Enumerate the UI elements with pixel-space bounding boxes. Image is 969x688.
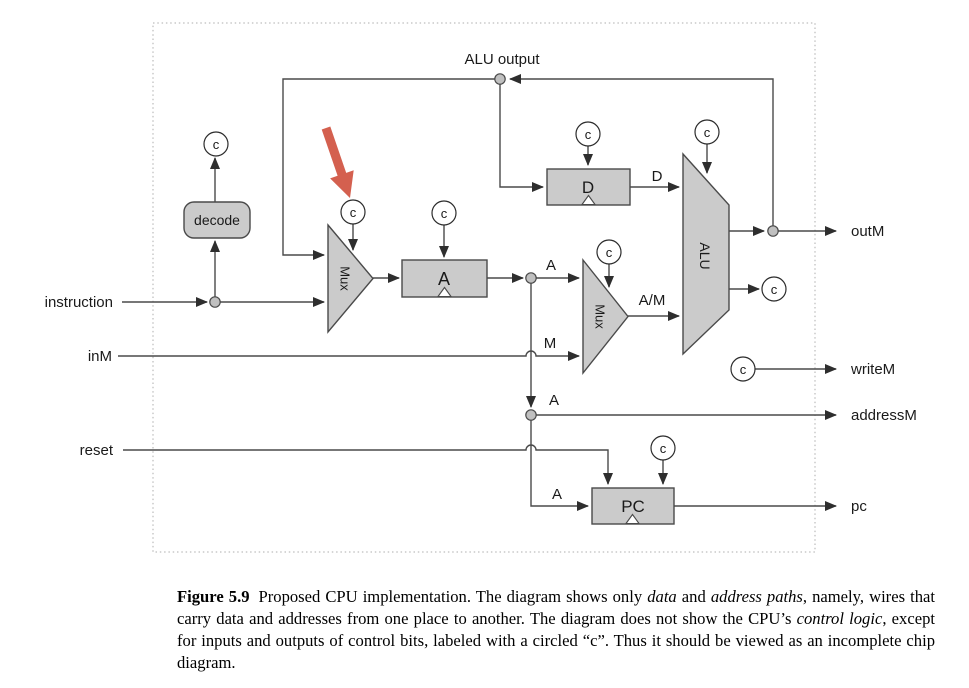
caption-emphasis: data: [647, 586, 677, 606]
control-bit-circle: [761, 276, 787, 302]
red-pointer-arrow-icon: [321, 126, 354, 198]
control-bit-label: c: [441, 206, 448, 221]
junction-dot: [525, 272, 537, 284]
control-bits: c c c c c c c c c: [203, 119, 787, 461]
register-a-label: A: [438, 269, 450, 289]
wire-alu-output-to-mux: [282, 78, 500, 260]
figure-caption: Figure 5.9 Proposed CPU implementation. T…: [177, 586, 935, 674]
outm-pin-label: outM: [851, 223, 884, 240]
wire-reset: [123, 444, 613, 485]
mux1-shape: [327, 223, 374, 334]
control-bit-circle: [596, 239, 622, 265]
alu-shape: [682, 152, 730, 356]
writem-pin-label: writeM: [850, 361, 895, 378]
control-bit-circle: [203, 131, 229, 157]
control-bit-circle: [575, 121, 601, 147]
addressm-pin-label: addressM: [851, 407, 917, 424]
mux2-shape: [582, 257, 629, 376]
wire-label-am: A/M: [639, 292, 666, 309]
junction-dot: [494, 73, 506, 85]
junction-dot: [209, 296, 221, 308]
wire-alu-output-to-d: [499, 79, 544, 192]
register-d-label: D: [582, 178, 594, 197]
control-bit-label: c: [213, 137, 220, 152]
inm-pin-label: inM: [88, 348, 112, 365]
control-bit-label: c: [660, 441, 667, 456]
wire-label-a-address: A: [549, 392, 559, 409]
wires: [118, 74, 837, 511]
wire-label-a: A: [546, 257, 556, 274]
control-bit-label: c: [606, 245, 613, 260]
control-bit-circle: [730, 356, 756, 382]
control-bit-label: c: [585, 127, 592, 142]
control-bit-label: c: [704, 125, 711, 140]
caption-text: and: [676, 586, 711, 606]
alu-output-title: ALU output: [464, 51, 540, 68]
control-bit-label: c: [350, 205, 357, 220]
mux1-label: Mux: [338, 266, 353, 291]
instruction-pin-label: instruction: [45, 294, 113, 311]
decode-box: [183, 201, 251, 239]
pc-pin-label: pc: [851, 498, 867, 515]
control-bit-circle: [431, 200, 457, 226]
alu-label: ALU: [697, 242, 713, 269]
wire-label-d: D: [652, 168, 663, 185]
caption-emphasis: control logic: [796, 608, 883, 628]
caption-text: , except for inputs and outputs of contr…: [177, 608, 935, 672]
control-bit-circle: [694, 119, 720, 145]
control-bit-circle: [650, 435, 676, 461]
wire-inm: [118, 350, 580, 361]
figure-number: Figure 5.9: [177, 586, 250, 606]
caption-emphasis: address paths: [710, 586, 803, 606]
junction-dot: [525, 409, 537, 421]
pc-label: PC: [621, 497, 645, 516]
clock-icon: [436, 286, 453, 298]
caption-text: , namely, wires that carry data and addr…: [177, 586, 935, 628]
mux2-label: Mux: [593, 304, 608, 329]
clock-icon: [624, 513, 641, 525]
control-bit-label: c: [740, 362, 747, 377]
decode-label: decode: [194, 212, 240, 228]
wire-label-m: M: [544, 335, 557, 352]
junction-dot: [767, 225, 779, 237]
wire-label-a-pc: A: [552, 486, 562, 503]
control-bit-circle: [340, 199, 366, 225]
control-bit-label: c: [771, 282, 778, 297]
reset-pin-label: reset: [80, 442, 114, 459]
caption-text: Proposed CPU implementation. The diagram…: [258, 586, 648, 606]
cpu-diagram: c c c c c c c c c ALU output decode Mux …: [45, 22, 917, 553]
clock-icon: [580, 194, 597, 206]
wire-alu-output-feedback: [509, 74, 774, 231]
